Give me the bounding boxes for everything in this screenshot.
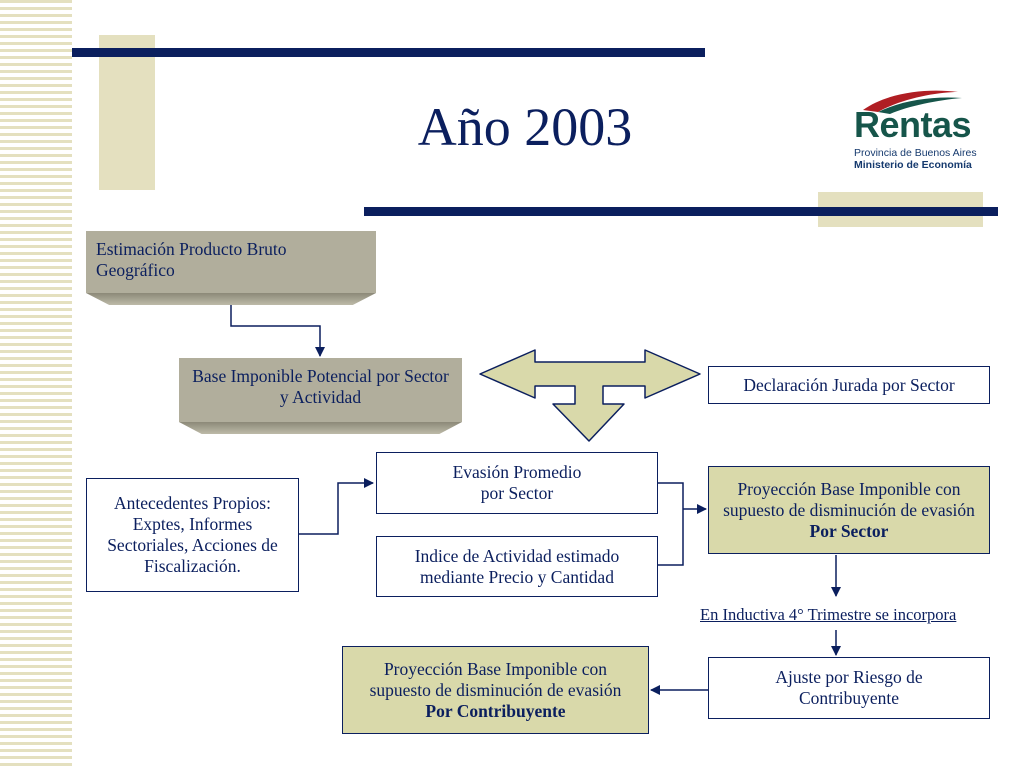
box-declaracion-jurada: Declaración Jurada por Sector (708, 366, 990, 404)
connector-antecedentes-to-evasion (299, 478, 374, 535)
box-proyeccion-contrib-text: Proyección Base Imponible con supuesto d… (369, 658, 622, 700)
rentas-logo: Rentas Provincia de Buenos Aires Ministe… (848, 86, 1008, 176)
slide-title: Año 2003 (417, 97, 633, 157)
box-base-imponible-potencial: Base Imponible Potencial por Sector y Ac… (179, 358, 462, 422)
box-proyeccion-por-contribuyente: Proyección Base Imponible con supuesto d… (342, 646, 649, 734)
box-proyeccion-contrib-emphasis: Por Contribuyente (425, 700, 566, 721)
box-estimacion-producto-bruto: Estimación Producto Bruto Geográfico (86, 231, 376, 293)
logo-swoosh-icon (863, 90, 962, 114)
logo-subtitle-ministry: Ministerio de Economía (854, 159, 972, 171)
box-indice-actividad: Indice de Actividad estimado mediante Pr… (376, 536, 658, 597)
tan-block-top-left (99, 35, 155, 190)
box-ajuste-riesgo: Ajuste por Riesgo de Contribuyente (708, 657, 990, 719)
logo-wordmark: Rentas (854, 104, 972, 145)
box-proyeccion-contrib-label: Proyección Base Imponible con supuesto d… (355, 659, 636, 722)
box-proyeccion-por-sector: Proyección Base Imponible con supuesto d… (708, 466, 990, 554)
box-proyeccion-sector-emphasis: Por Sector (809, 520, 889, 541)
box-antecedentes-propios: Antecedentes Propios: Exptes, Informes S… (86, 478, 299, 592)
three-way-block-arrow (479, 349, 701, 442)
box-ajuste-label: Ajuste por Riesgo de Contribuyente (775, 667, 923, 708)
note-en-inductiva: En Inductiva 4° Trimestre se incorpora (700, 605, 957, 624)
box-base-imponible-label: Base Imponible Potencial por Sector y Ac… (192, 366, 449, 407)
top-navy-rule (72, 48, 705, 57)
box-evasion-promedio: Evasión Promedio por Sector (376, 452, 658, 514)
box-evasion-line1: Evasión Promedio (452, 462, 582, 482)
bottom-navy-rule (364, 207, 998, 216)
box-estimacion-label: Estimación Producto Bruto Geográfico (96, 239, 287, 280)
box-proyeccion-sector-label: Proyección Base Imponible con supuesto d… (721, 479, 977, 542)
connector-estimacion-to-base (230, 295, 325, 357)
box-declaracion-label: Declaración Jurada por Sector (743, 374, 955, 395)
logo-subtitle-province: Provincia de Buenos Aires (854, 147, 977, 159)
box-indice-label: Indice de Actividad estimado mediante Pr… (414, 545, 620, 587)
box-antecedentes-label: Antecedentes Propios: Exptes, Informes S… (107, 493, 278, 576)
box-proyeccion-sector-text: Proyección Base Imponible con supuesto d… (723, 478, 975, 520)
connector-evasion-bracket (658, 482, 684, 566)
box-evasion-line2: por Sector (480, 483, 554, 503)
left-stripe-decoration (0, 0, 72, 768)
